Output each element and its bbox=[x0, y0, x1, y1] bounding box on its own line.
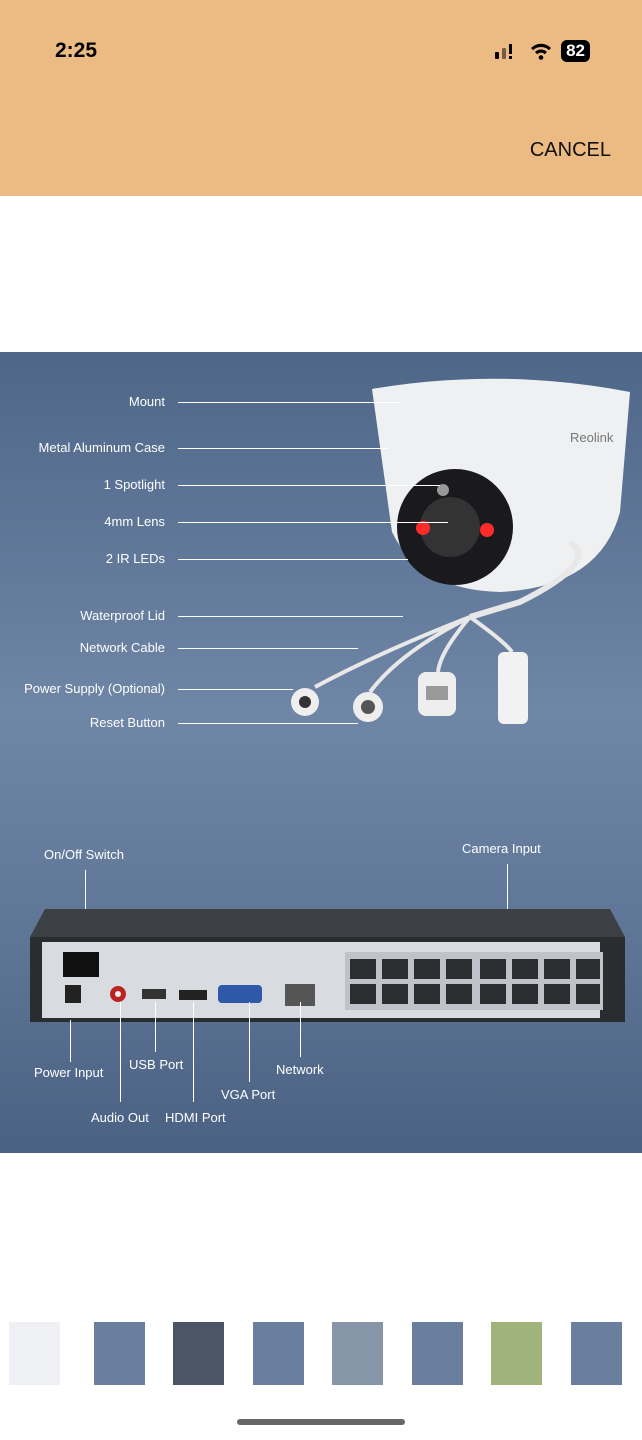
leader-line bbox=[178, 648, 358, 649]
status-time: 2:25 bbox=[55, 39, 98, 62]
label-network: Network bbox=[276, 1062, 324, 1077]
leader-line bbox=[178, 689, 293, 690]
label-mount: Mount bbox=[128, 394, 165, 409]
leader-line bbox=[70, 1020, 71, 1062]
leader-line bbox=[193, 1002, 194, 1102]
thumbnail-6[interactable] bbox=[412, 1322, 463, 1385]
thumbnail-5[interactable] bbox=[332, 1322, 383, 1385]
thumbnail-4[interactable] bbox=[253, 1322, 304, 1385]
camera-illustration: Reolink bbox=[291, 378, 630, 724]
label-case: Metal Aluminum Case bbox=[38, 440, 165, 455]
cancel-button[interactable]: CANCEL bbox=[529, 139, 611, 161]
leader-line bbox=[507, 864, 508, 919]
wifi-icon bbox=[531, 43, 552, 60]
brand-logo: Reolink bbox=[570, 430, 614, 445]
leader-line bbox=[178, 522, 448, 523]
battery-icon: 82 bbox=[561, 40, 590, 62]
header-bar: 2:25 82 CANCEL bbox=[0, 0, 642, 196]
leader-line bbox=[178, 485, 440, 486]
label-waterproof-lid: Waterproof Lid bbox=[80, 608, 165, 623]
leader-line bbox=[155, 1002, 156, 1052]
thumbnail-2[interactable] bbox=[94, 1322, 145, 1385]
status-icons: 82 bbox=[495, 40, 590, 62]
label-network-cable: Network Cable bbox=[79, 640, 165, 655]
label-power-input: Power Input bbox=[34, 1065, 104, 1080]
leader-line bbox=[249, 1002, 250, 1082]
label-lens: 4mm Lens bbox=[104, 514, 165, 529]
home-indicator[interactable] bbox=[237, 1419, 405, 1425]
leader-line bbox=[120, 1002, 121, 1102]
nvr-illustration bbox=[30, 909, 625, 1022]
thumbnail-3[interactable] bbox=[173, 1322, 224, 1385]
label-ir-leds: 2 IR LEDs bbox=[105, 551, 165, 566]
label-on-off: On/Off Switch bbox=[44, 847, 124, 862]
leader-line bbox=[178, 723, 358, 724]
thumbnail-8[interactable] bbox=[571, 1322, 622, 1385]
label-usb-port: USB Port bbox=[129, 1057, 184, 1072]
thumbnail-strip bbox=[0, 1322, 642, 1386]
label-hdmi-port: HDMI Port bbox=[165, 1110, 226, 1125]
label-reset-button: Reset Button bbox=[89, 715, 165, 730]
thumbnail-1[interactable] bbox=[9, 1322, 60, 1385]
signal-icon bbox=[495, 44, 513, 59]
product-image[interactable]: Reolink Mount Metal Aluminum Case 1 Spot… bbox=[0, 352, 642, 1153]
label-power-supply: Power Supply (Optional) bbox=[24, 681, 165, 696]
leader-line bbox=[300, 1002, 301, 1057]
leader-line bbox=[178, 448, 388, 449]
label-spotlight: 1 Spotlight bbox=[103, 477, 165, 492]
thumbnail-7[interactable] bbox=[491, 1322, 542, 1385]
label-camera-input: Camera Input bbox=[462, 841, 541, 856]
leader-line bbox=[178, 559, 408, 560]
label-audio-out: Audio Out bbox=[91, 1110, 149, 1125]
label-vga-port: VGA Port bbox=[221, 1087, 276, 1102]
leader-line bbox=[178, 616, 403, 617]
leader-line bbox=[178, 402, 400, 403]
leader-line bbox=[85, 870, 86, 925]
